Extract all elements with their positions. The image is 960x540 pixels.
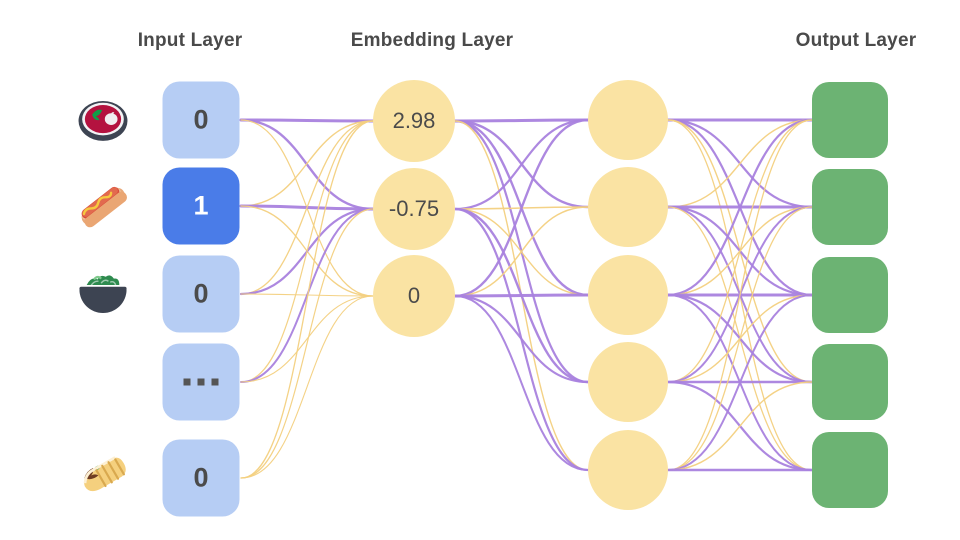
- hidden-node-3[interactable]: [588, 342, 668, 422]
- burrito-icon: [74, 449, 132, 507]
- hot-dog-icon: [74, 177, 132, 235]
- input-node-ellipsis-dots: [183, 378, 219, 386]
- input-node-4[interactable]: 0: [162, 439, 240, 517]
- input-node-value: 0: [193, 278, 209, 309]
- output-node-4[interactable]: [812, 432, 888, 508]
- embedding-node-value: 0: [407, 283, 421, 308]
- layer-title-embedding-layer: Embedding Layer: [350, 30, 514, 51]
- hidden-node-1[interactable]: [588, 167, 668, 247]
- edges-hidden-to-output: [666, 118, 814, 472]
- salad-bowl-icon: [74, 265, 132, 323]
- hidden-node-2[interactable]: [588, 255, 668, 335]
- embedding-node-0[interactable]: 2.98: [373, 80, 455, 162]
- output-node-1[interactable]: [812, 169, 888, 245]
- output-node-3[interactable]: [812, 344, 888, 420]
- output-node-2[interactable]: [812, 257, 888, 333]
- input-node-value: 1: [193, 190, 209, 221]
- input-node-value: 0: [193, 462, 209, 493]
- input-node-0[interactable]: 0: [162, 81, 240, 159]
- embedding-node-value: 2.98: [392, 108, 436, 133]
- input-node-3[interactable]: [162, 343, 240, 421]
- meat-plate-icon: [74, 91, 132, 149]
- input-node-value: 0: [193, 104, 209, 135]
- output-node-0[interactable]: [812, 82, 888, 158]
- input-node-1[interactable]: 1: [162, 167, 240, 245]
- input-node-2[interactable]: 0: [162, 255, 240, 333]
- hidden-node-4[interactable]: [588, 430, 668, 510]
- layer-title-input-layer: Input Layer: [137, 30, 243, 51]
- embedding-node-1[interactable]: -0.75: [373, 168, 455, 250]
- edges-input-to-embedding: [239, 118, 375, 479]
- hidden-node-0[interactable]: [588, 80, 668, 160]
- embedding-node-value: -0.75: [388, 196, 440, 221]
- embedding-node-2[interactable]: 0: [373, 255, 455, 337]
- layer-title-output-layer: Output Layer: [795, 30, 917, 51]
- edges-embedding-to-hidden: [453, 118, 590, 472]
